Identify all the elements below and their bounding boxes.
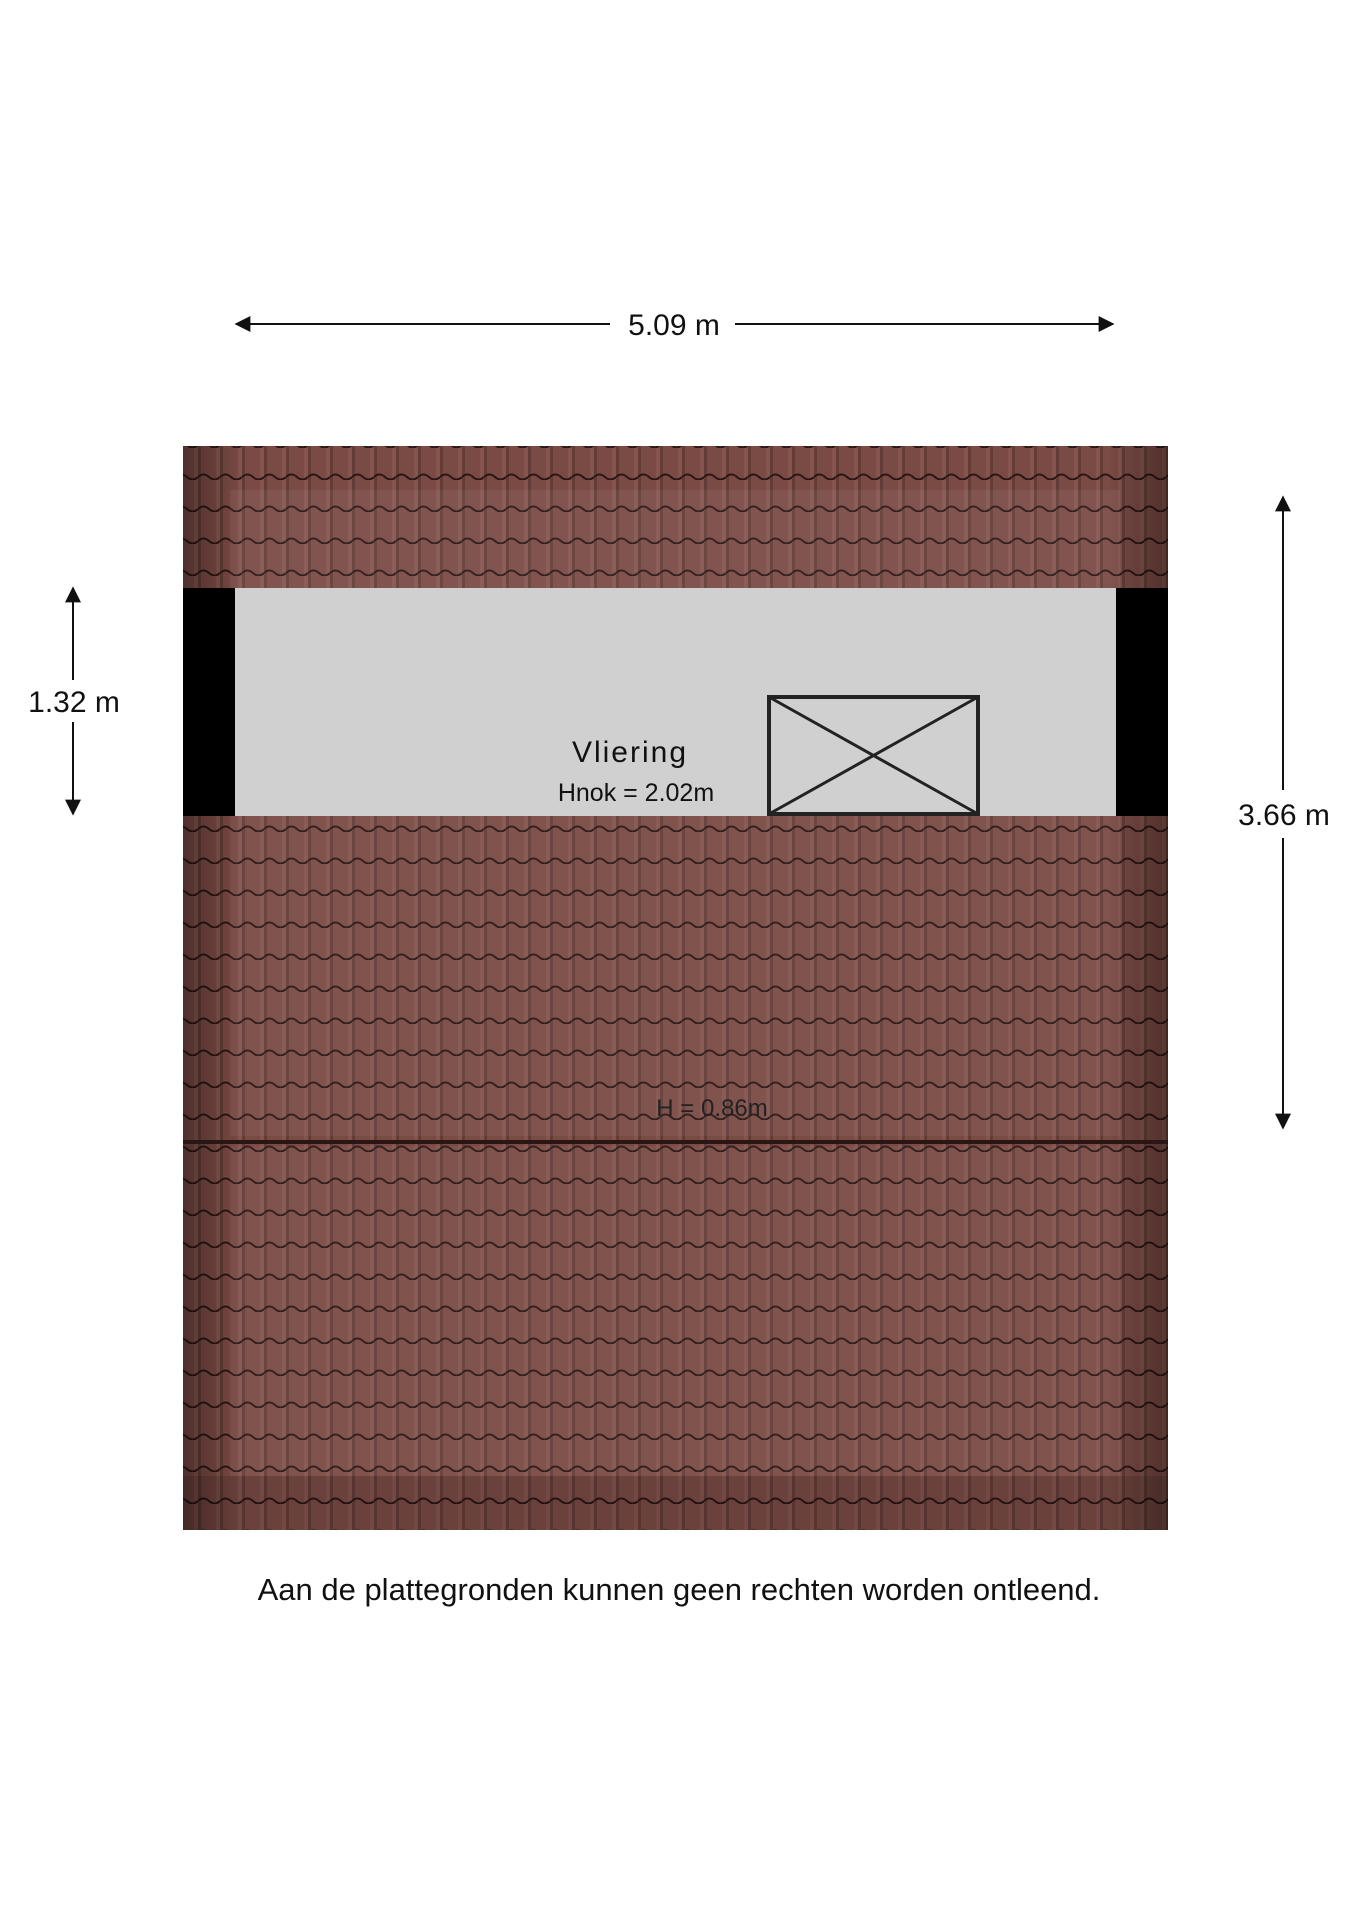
roof-lower: H = 0.86m xyxy=(183,816,1168,1530)
attic-depth-dimension: 1.32 m xyxy=(28,586,120,816)
wall-left xyxy=(183,588,235,816)
total-height-dimension: 3.66 m xyxy=(1238,495,1330,1130)
attic-depth-label: 1.32 m xyxy=(28,686,120,719)
wall-right xyxy=(1116,588,1168,816)
roof-top-band xyxy=(183,446,1168,588)
room-name: Vliering xyxy=(572,736,688,769)
attic-room: Vliering Hnok = 2.02m xyxy=(183,588,1168,816)
width-dimension: 5.09 m xyxy=(234,309,1115,342)
total-height-label: 3.66 m xyxy=(1238,799,1330,832)
hatch-icon xyxy=(767,695,980,816)
disclaimer-text: Aan de plattegronden kunnen geen rechten… xyxy=(257,1572,1101,1607)
room-ridge-height: Hnok = 2.02m xyxy=(558,779,714,807)
width-label: 5.09 m xyxy=(628,309,720,342)
roof-height-label: H = 0.86m xyxy=(656,1095,767,1122)
